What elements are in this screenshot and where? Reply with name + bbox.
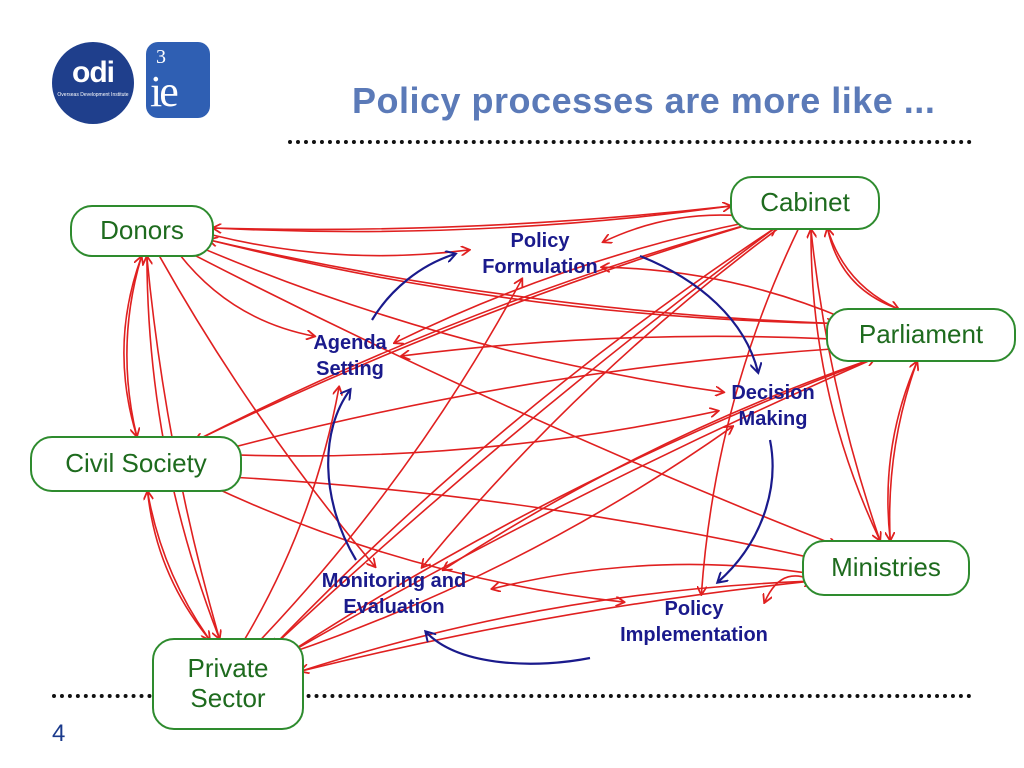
- influence-arrow: [826, 228, 898, 309]
- influence-arrow: [123, 257, 141, 437]
- influence-arrow: [146, 491, 210, 640]
- influence-arrow: [811, 230, 881, 541]
- influence-arrow: [186, 250, 836, 545]
- policy-cycle-group: [327, 254, 774, 665]
- stage-policy-implementation-label: Policy Implementation: [620, 598, 768, 646]
- actor-private-sector-label: Private Sector: [187, 653, 269, 713]
- influence-arrow: [272, 228, 776, 648]
- influence-arrow: [230, 477, 809, 558]
- influence-arrow: [148, 492, 211, 640]
- influence-arrow: [198, 246, 723, 392]
- influence-arrow: [828, 229, 899, 310]
- cycle-arc-agenda-to-formulation: [371, 254, 455, 321]
- influence-arrow: [286, 359, 874, 656]
- stage-monitoring-evaluation-label: Monitoring and Evaluation: [321, 570, 467, 618]
- 3ie-logo: 3 ie: [146, 42, 210, 118]
- actor-donors: Donors: [70, 205, 214, 257]
- influence-arrow: [422, 227, 779, 567]
- influence-arrow: [602, 267, 846, 320]
- odi-caption: Overseas Development Institute: [57, 92, 129, 98]
- influence-arrow: [286, 357, 875, 655]
- stage-monitoring-evaluation: Monitoring and Evaluation: [296, 568, 492, 620]
- actor-civil-society: Civil Society: [30, 436, 242, 492]
- actor-ministries-label: Ministries: [831, 552, 941, 583]
- influence-arrow: [444, 357, 874, 569]
- odi-logo: odi Overseas Development Institute: [52, 42, 134, 124]
- actor-parliament: Parliament: [826, 308, 1016, 362]
- influence-arrow: [887, 362, 917, 541]
- stage-policy-formulation: Policy Formulation: [470, 228, 610, 280]
- stage-policy-implementation: Policy Implementation: [596, 596, 792, 648]
- actor-private-sector: Private Sector: [152, 638, 304, 730]
- influence-arrow: [701, 229, 799, 594]
- cycle-arc-decision-to-implementation: [718, 439, 774, 582]
- influence-arrow: [195, 223, 754, 442]
- influence-arrow: [210, 240, 836, 325]
- odi-wordmark: odi: [72, 56, 115, 89]
- 3ie-superscript: 3: [156, 46, 166, 68]
- influence-arrow: [301, 580, 812, 671]
- influence-arrow: [244, 387, 339, 640]
- actor-ministries: Ministries: [802, 540, 970, 596]
- stage-decision-making: Decision Making: [718, 380, 828, 432]
- stage-policy-formulation-label: Policy Formulation: [482, 230, 598, 278]
- top-divider: [288, 140, 972, 144]
- cycle-arc-monitoring-to-agenda: [327, 390, 357, 561]
- influence-arrow: [258, 279, 522, 643]
- influence-arrow: [300, 581, 812, 672]
- influence-arrow: [195, 222, 755, 441]
- slide-title: Policy processes are more like ...: [352, 80, 936, 121]
- influence-arrow: [492, 563, 804, 588]
- actor-civil-society-label: Civil Society: [65, 448, 207, 479]
- influence-arrow: [604, 214, 739, 242]
- influence-arrow: [158, 255, 375, 566]
- stage-agenda-setting: Agenda Setting: [300, 330, 400, 382]
- influence-arrow: [209, 239, 836, 324]
- influence-arrow: [402, 335, 827, 356]
- actor-donors-label: Donors: [100, 215, 184, 246]
- page-number: 4: [52, 720, 66, 747]
- influence-arrow: [890, 361, 918, 540]
- cycle-arc-implementation-to-monitoring: [426, 632, 591, 665]
- influence-arrow: [212, 234, 469, 257]
- influence-arrow: [810, 229, 880, 540]
- influence-arrow: [207, 483, 623, 603]
- stage-decision-making-label: Decision Making: [731, 382, 815, 430]
- influence-arrow: [285, 427, 732, 656]
- actor-cabinet: Cabinet: [730, 176, 880, 230]
- influence-arrow: [178, 252, 315, 336]
- 3ie-wordmark: ie: [150, 67, 179, 116]
- red-arrows-group: [123, 205, 918, 672]
- bottom-divider: [52, 694, 972, 698]
- influence-arrow: [213, 206, 731, 231]
- influence-arrow: [273, 227, 776, 647]
- influence-arrow: [214, 205, 731, 231]
- actor-parliament-label: Parliament: [858, 319, 984, 350]
- cycle-arc-formulation-to-decision: [639, 254, 758, 372]
- influence-arrow: [236, 411, 718, 457]
- actor-cabinet-label: Cabinet: [760, 187, 850, 218]
- stage-agenda-setting-label: Agenda Setting: [313, 332, 387, 380]
- influence-arrow: [395, 220, 751, 343]
- influence-arrow: [126, 256, 143, 436]
